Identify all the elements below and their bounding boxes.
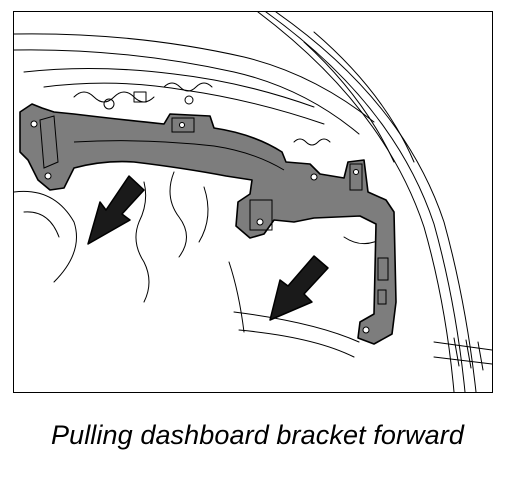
wiring-harness [198, 186, 209, 243]
dashboard-bracket [19, 103, 397, 345]
floor-panel [238, 329, 355, 358]
arrow-down-left-icon [87, 175, 145, 245]
hose [433, 356, 492, 365]
bolt-hole [256, 218, 264, 226]
connector [103, 98, 115, 110]
hose [433, 341, 492, 351]
bracket-mount [349, 163, 363, 191]
bracket-edge [73, 140, 285, 171]
bracket-tab [171, 117, 195, 133]
floor-panel [233, 311, 360, 343]
hose-wrap [453, 337, 484, 371]
figure-caption: Pulling dashboard bracket forward [50, 420, 465, 450]
a-pillar-mid [265, 12, 466, 392]
arrow-down-left-icon [269, 255, 329, 321]
door-seal [313, 31, 415, 163]
bolt-hole [179, 122, 185, 128]
wiring-harness [135, 181, 150, 303]
console-edge [228, 261, 245, 333]
bolt-hole [44, 172, 52, 180]
bracket-flange [39, 115, 59, 169]
connector [184, 95, 194, 105]
dashboard-top-edge [14, 33, 375, 123]
figure-frame [13, 11, 493, 393]
door-seal [303, 41, 395, 163]
wiring-harness [169, 171, 187, 258]
dashboard-contour [23, 67, 315, 108]
duct [14, 190, 77, 283]
duct [23, 211, 60, 238]
wiring-harness [293, 138, 331, 146]
dashboard-top-edge-inner [14, 49, 360, 135]
bolt-hole [310, 173, 318, 181]
a-pillar-inner [257, 12, 455, 392]
bolt-hole [353, 169, 359, 175]
wiring-harness [73, 91, 155, 103]
bolt-hole [362, 326, 370, 334]
bracket-slot [377, 289, 387, 305]
bracket-slot [377, 257, 389, 281]
connector [133, 91, 147, 103]
wiring-harness [163, 82, 213, 92]
a-pillar-outer [275, 12, 477, 392]
bolt-hole [30, 120, 38, 128]
bracket-mount [249, 199, 273, 231]
bracket-illustration [14, 12, 492, 392]
